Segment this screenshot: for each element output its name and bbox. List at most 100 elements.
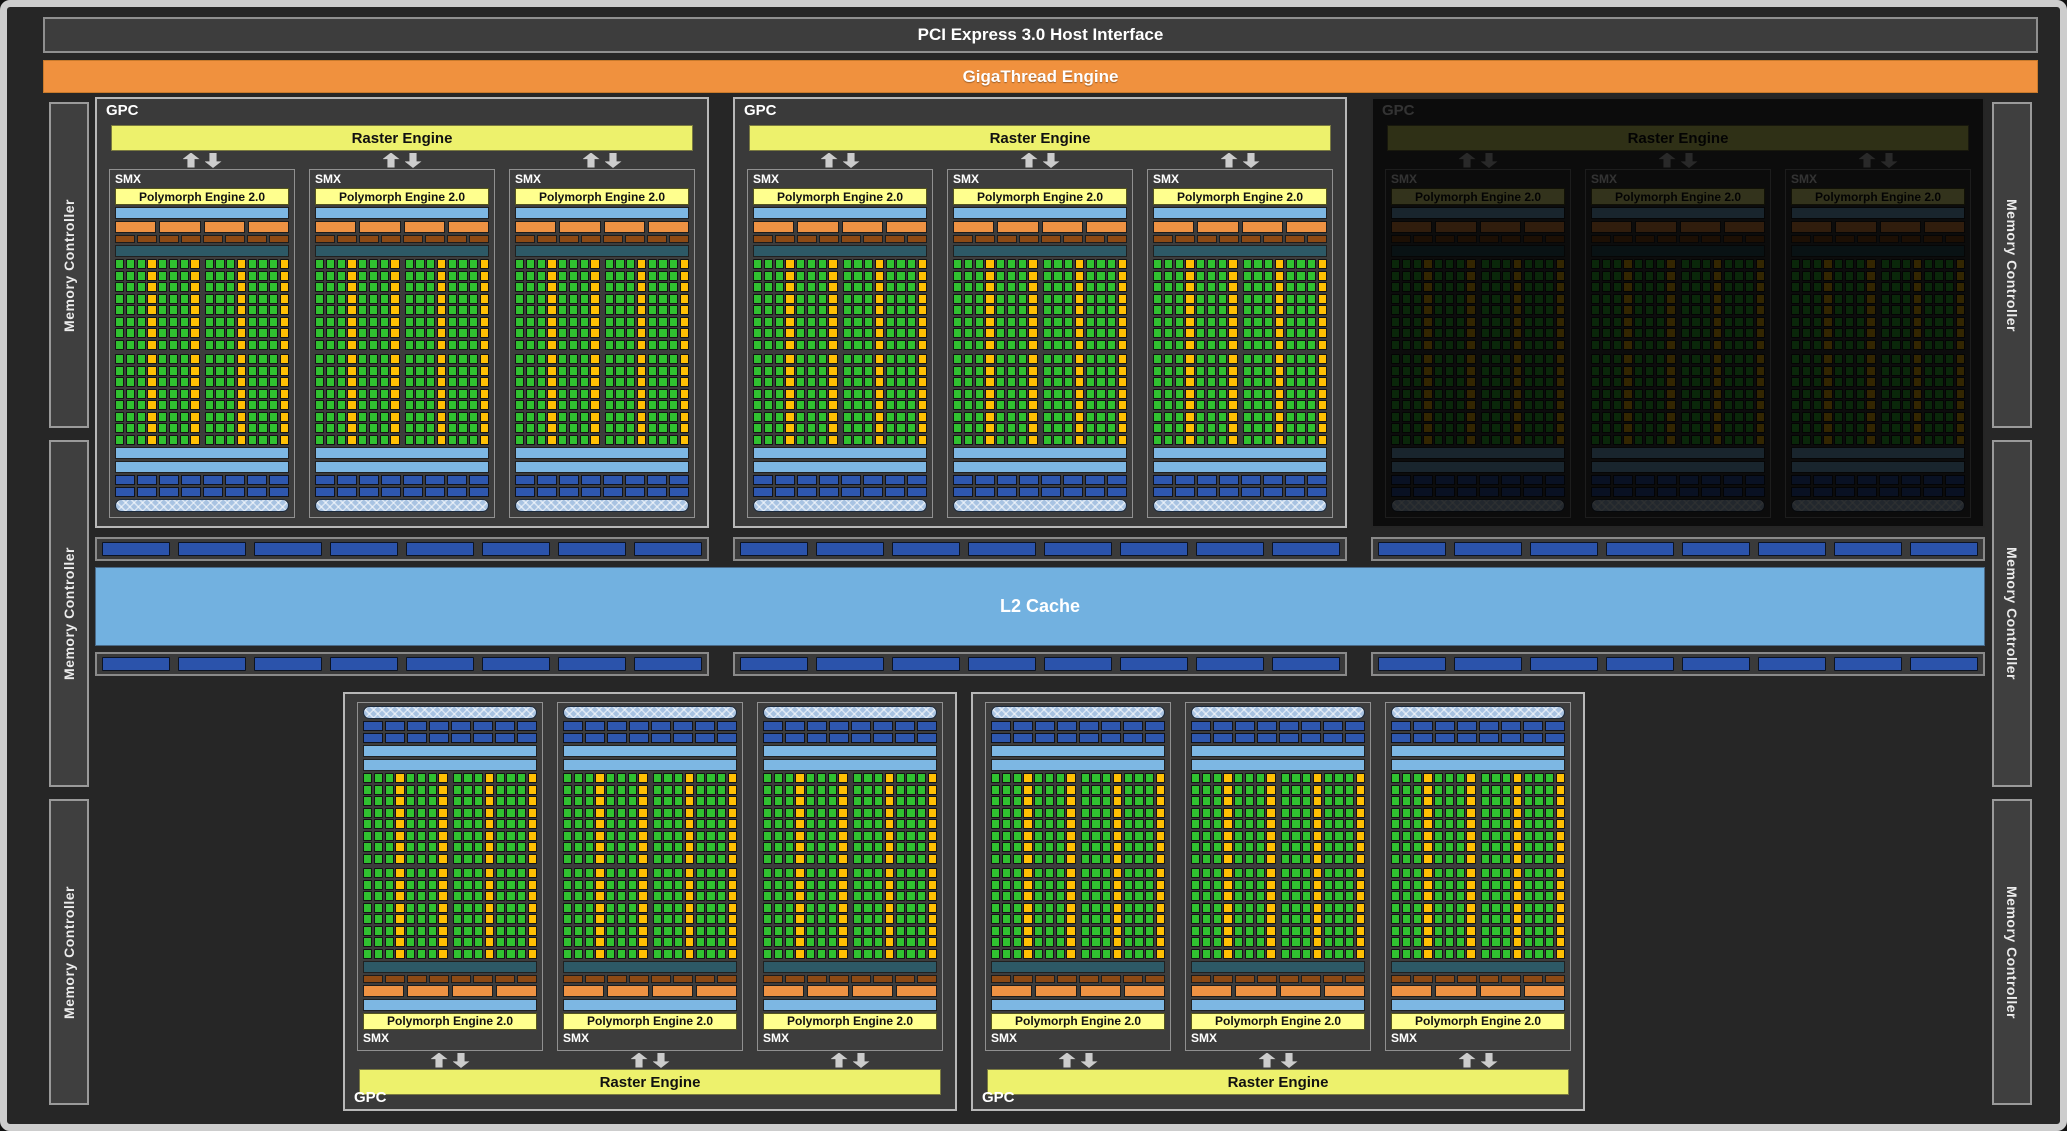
cuda-core-cell xyxy=(996,328,1006,338)
cuda-core-cell xyxy=(1612,282,1622,292)
cuda-core-cell xyxy=(558,259,568,269)
cuda-core-cell xyxy=(1017,282,1027,292)
special-unit xyxy=(1153,235,1173,243)
cuda-core-cell xyxy=(1723,282,1733,292)
sfu-core-cell xyxy=(1317,434,1327,445)
cuda-core-cell xyxy=(1855,339,1865,350)
cuda-core-cell xyxy=(615,365,625,376)
cuda-core-cell xyxy=(991,842,1001,852)
cuda-core-cell xyxy=(384,914,394,924)
load-store-row xyxy=(753,474,927,485)
cuda-core-cell xyxy=(1491,388,1501,399)
sfu-core-cell xyxy=(1023,948,1033,959)
special-unit xyxy=(1035,974,1055,983)
cuda-core-cell xyxy=(1880,434,1890,445)
cuda-core-cell xyxy=(226,388,236,399)
sfu-core-cell xyxy=(1117,259,1127,269)
cuda-core-cell xyxy=(269,339,279,350)
memory-partition-block xyxy=(558,542,626,556)
cuda-core-cell xyxy=(1902,354,1912,364)
cuda-core-cell xyxy=(1017,400,1027,410)
sfu-core-cell xyxy=(147,339,157,350)
sfu-core-cell xyxy=(1623,411,1633,422)
polymorph-engine-bar: Polymorph Engine 2.0 xyxy=(563,1012,737,1030)
cuda-core-cell xyxy=(269,377,279,387)
cuda-core-cell xyxy=(1280,902,1290,913)
cuda-core-cell xyxy=(1302,830,1312,841)
cuda-core-cell xyxy=(463,819,473,829)
sfu-core-cell xyxy=(679,282,689,292)
smx-label: SMX xyxy=(315,172,342,186)
cuda-core-cell xyxy=(604,434,614,445)
cuda-core-cell xyxy=(773,868,783,878)
cuda-core-cell xyxy=(1791,293,1801,304)
sfu-core-cell xyxy=(1155,796,1165,806)
sfu-core-cell xyxy=(438,868,448,878)
cuda-core-cell xyxy=(158,259,168,269)
core-row xyxy=(315,259,489,269)
core-grid-gap xyxy=(1239,259,1241,269)
core-row xyxy=(515,377,689,387)
cuda-core-cell xyxy=(606,914,616,924)
sfu-core-cell xyxy=(1312,773,1322,783)
sfu-core-cell xyxy=(1266,914,1276,924)
cuda-core-cell xyxy=(1880,328,1890,338)
cuda-core-cell xyxy=(1191,784,1201,795)
core-row xyxy=(1191,773,1365,783)
cuda-core-cell xyxy=(517,796,527,806)
cuda-core-cell xyxy=(368,354,378,364)
shared-memory-pill xyxy=(363,706,537,719)
cuda-core-cell xyxy=(1444,377,1454,387)
cuda-core-cell xyxy=(647,282,657,292)
cuda-core-cell xyxy=(563,819,573,829)
cuda-core-cell xyxy=(1285,270,1295,281)
cuda-core-cell xyxy=(1523,868,1533,878)
sfu-core-cell xyxy=(1117,270,1127,281)
load-store-unit xyxy=(1501,733,1521,743)
core-grid-gap xyxy=(839,271,841,281)
special-unit xyxy=(885,235,905,243)
core-grid xyxy=(1191,773,1365,959)
cuda-core-cell xyxy=(626,411,636,422)
core-grid-gap xyxy=(1477,354,1479,364)
load-store-unit xyxy=(717,721,737,731)
cuda-core-cell xyxy=(1212,773,1222,783)
shared-cache-bar xyxy=(753,460,927,473)
cuda-core-cell xyxy=(852,891,862,901)
cuda-core-cell xyxy=(1206,293,1216,304)
load-store-unit xyxy=(1323,721,1343,731)
cuda-core-cell xyxy=(1080,796,1090,806)
cuda-core-cell xyxy=(1012,807,1022,818)
cuda-core-cell xyxy=(379,400,389,410)
cuda-core-cell xyxy=(1345,868,1355,878)
load-store-unit xyxy=(137,474,157,485)
texture-unit xyxy=(1123,984,1165,997)
load-store-unit xyxy=(385,733,405,743)
core-row xyxy=(991,948,1165,959)
cuda-core-cell xyxy=(363,853,373,864)
cuda-core-cell xyxy=(373,784,383,795)
cuda-core-cell xyxy=(269,305,279,315)
sfu-core-cell xyxy=(1755,400,1765,410)
cuda-core-cell xyxy=(1053,377,1063,387)
cuda-core-cell xyxy=(168,423,178,433)
core-row xyxy=(1191,902,1365,913)
sfu-core-cell xyxy=(1823,434,1833,445)
register-file-bar xyxy=(115,446,289,459)
cuda-core-cell xyxy=(584,842,594,852)
cuda-core-cell xyxy=(616,891,626,901)
cuda-core-cell xyxy=(1534,773,1544,783)
sfu-core-cell xyxy=(838,868,848,878)
cuda-core-cell xyxy=(1723,377,1733,387)
core-grid-gap xyxy=(1077,949,1079,959)
sfu-core-cell xyxy=(727,879,737,890)
sfu-core-cell xyxy=(1512,282,1522,292)
cuda-core-cell xyxy=(1491,891,1501,901)
core-row xyxy=(1391,316,1565,327)
core-row xyxy=(515,282,689,292)
cuda-core-cell xyxy=(806,354,816,364)
cuda-core-cell xyxy=(1880,305,1890,315)
sfu-core-cell xyxy=(828,411,838,422)
memory-partition-block xyxy=(1682,657,1750,671)
sfu-core-cell xyxy=(1028,354,1038,364)
